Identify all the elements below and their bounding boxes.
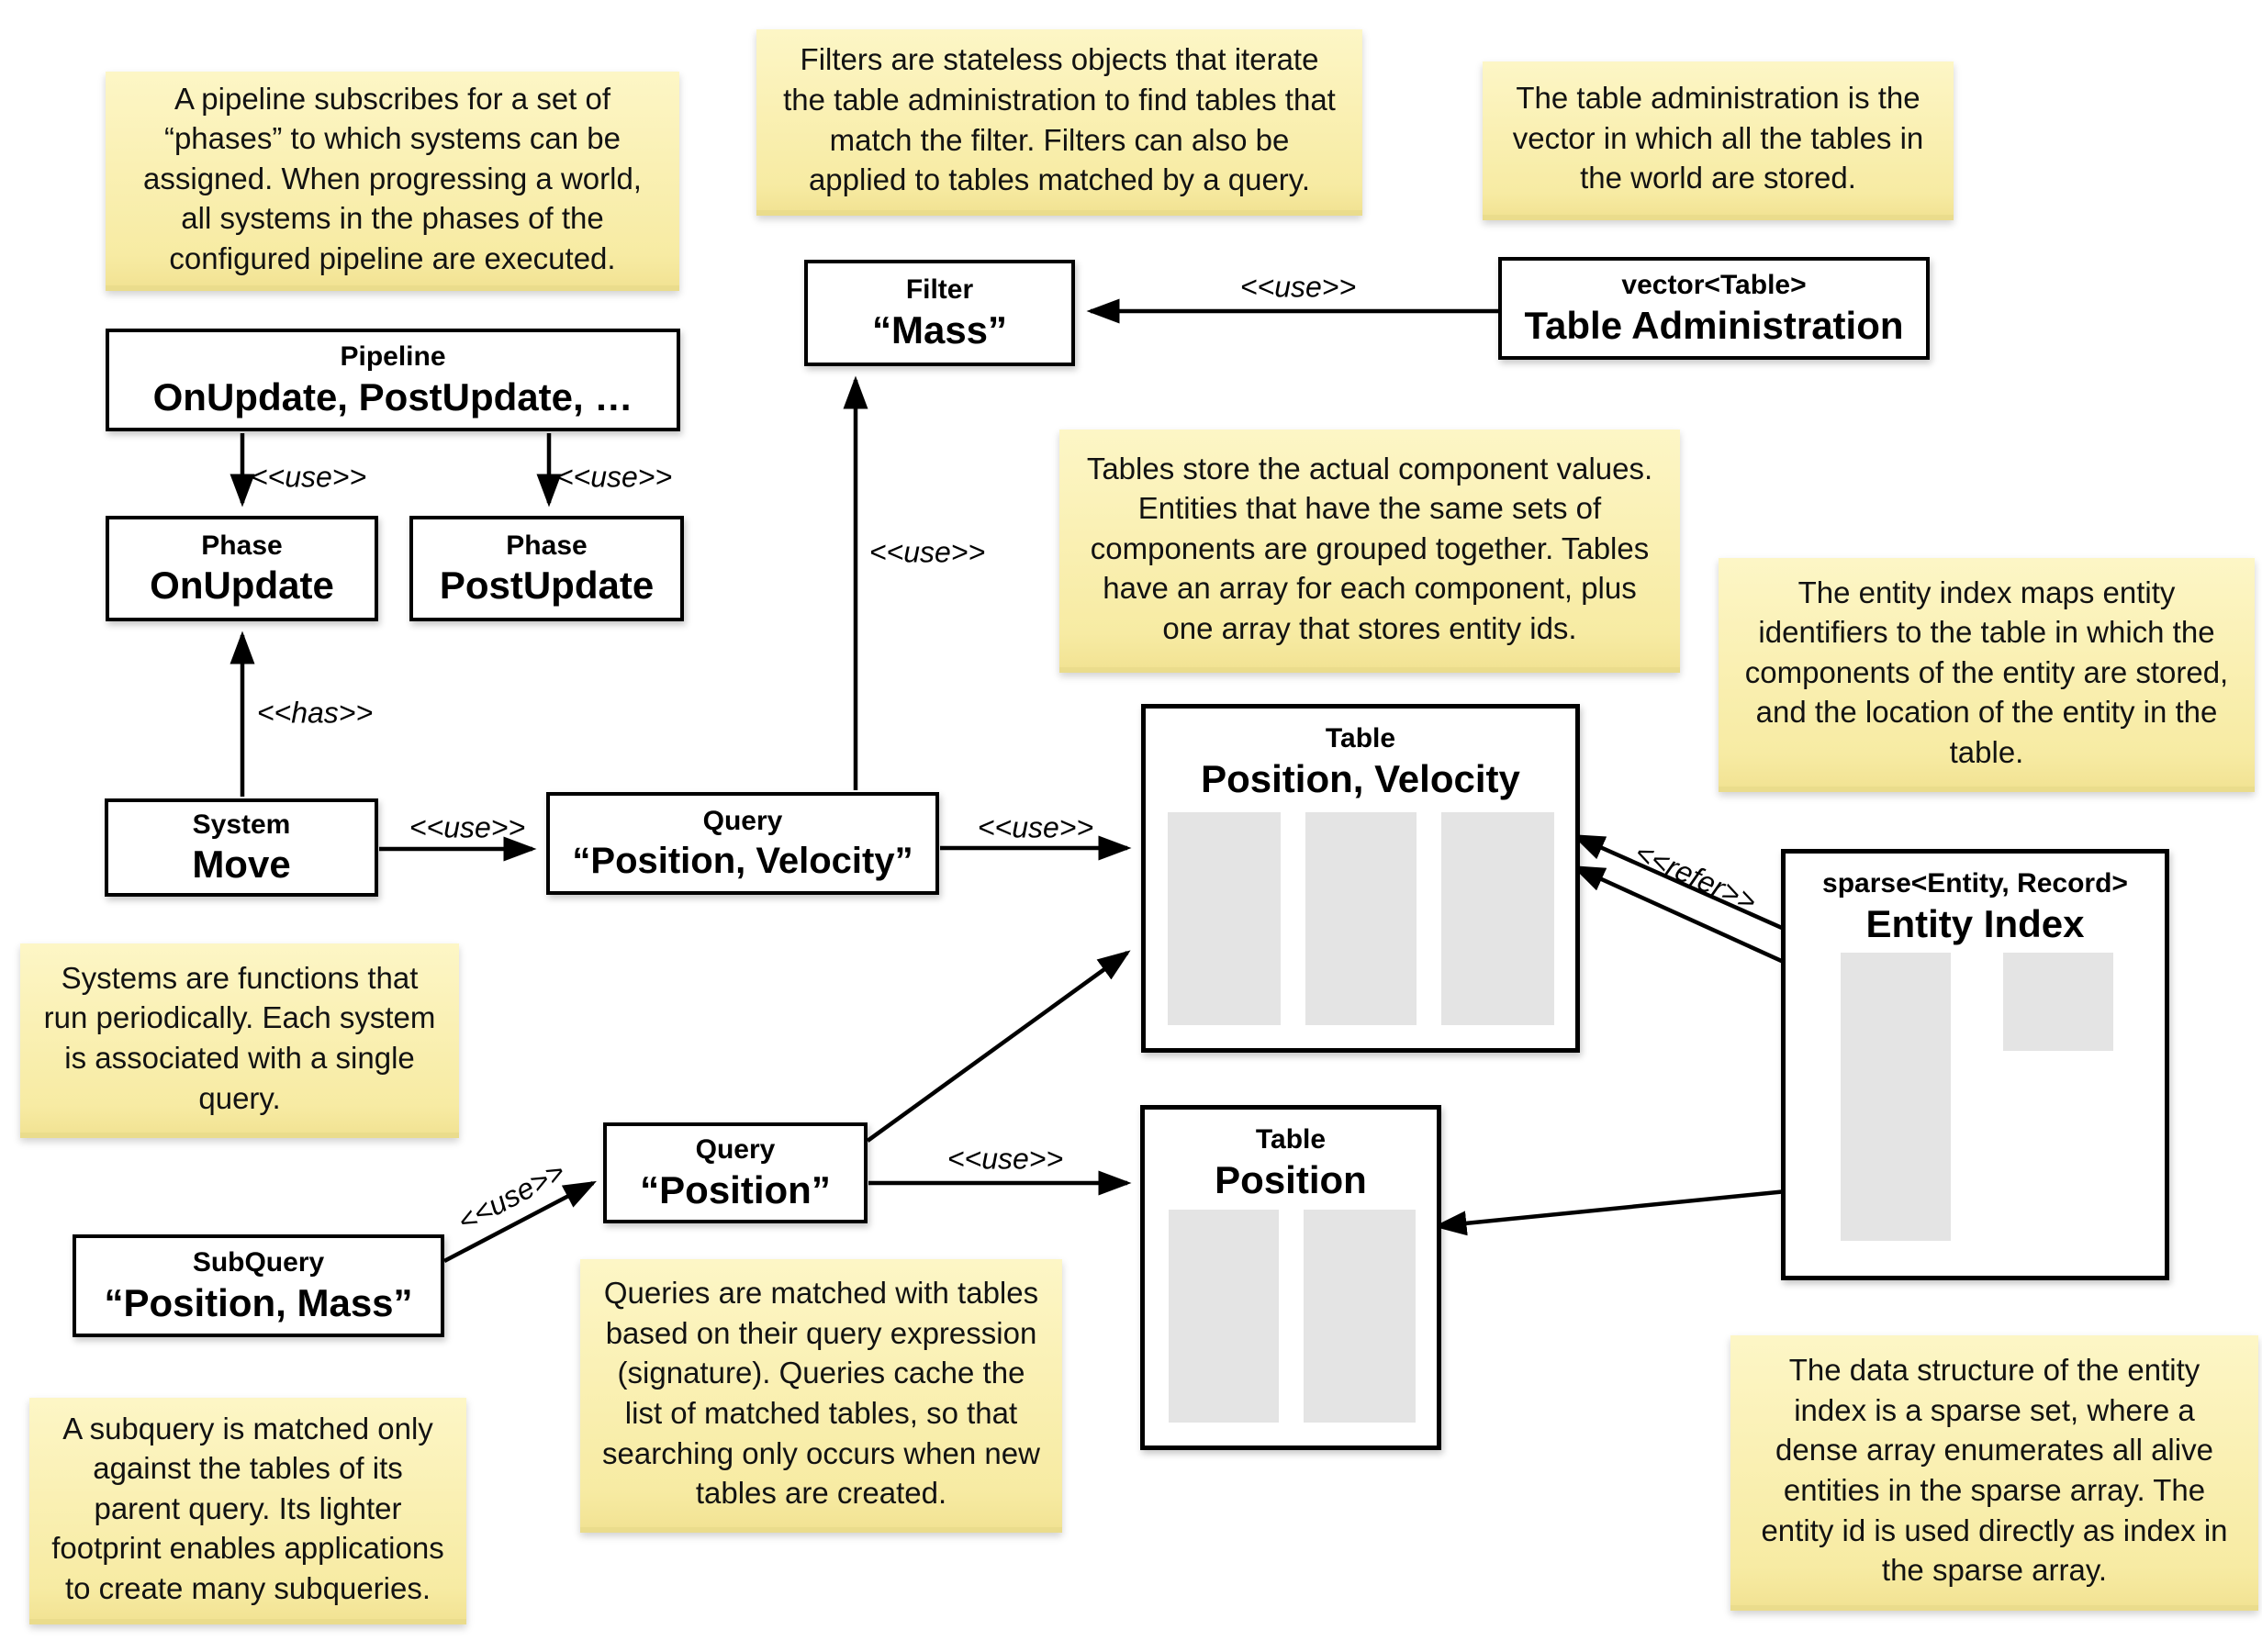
box-table-administration-stereotype: vector<Table> (1621, 270, 1807, 301)
edge-label-use-move-querypv: <<use>> (409, 810, 526, 844)
table-pos-entity-array (1304, 1210, 1416, 1423)
edge-label-use-pipeline-onupdate: <<use>> (250, 460, 367, 494)
note-entity-index: The entity index maps entity identifiers… (1719, 558, 2255, 792)
entity-index-sparse-array (1841, 953, 1951, 1241)
note-subquery-text: A subquery is matched only against the t… (51, 1411, 444, 1605)
box-phase-onupdate-name: OnUpdate (150, 564, 334, 608)
box-phase-onupdate-stereotype: Phase (201, 530, 283, 561)
note-filters-text: Filters are stateless objects that itera… (783, 42, 1336, 197)
edge-label-has-move-phase: <<has>> (256, 696, 374, 730)
note-table-administration-text: The table administration is the vector i… (1512, 81, 1924, 195)
note-tables-text: Tables store the actual component values… (1086, 451, 1653, 645)
box-table-position-stereotype: Table (1255, 1124, 1327, 1155)
box-filter-mass-stereotype: Filter (905, 274, 974, 306)
table-pv-component-array-1 (1168, 812, 1281, 1025)
box-query-position-velocity-stereotype: Query (702, 806, 783, 837)
box-table-position-velocity-stereotype: Table (1325, 723, 1396, 753)
box-system-move: System Move (105, 798, 378, 897)
note-table-administration: The table administration is the vector i… (1483, 61, 1954, 220)
note-sparse-set-text: The data structure of the entity index i… (1761, 1353, 2228, 1588)
box-table-position-velocity-name: Position, Velocity (1201, 756, 1520, 800)
note-pipeline: A pipeline subscribes for a set of “phas… (106, 72, 679, 291)
box-filter-mass: Filter “Mass” (804, 260, 1075, 366)
box-table-position-name: Position (1215, 1157, 1367, 1201)
box-query-position: Query “Position” (603, 1122, 868, 1223)
edge-label-refer-entityindex-tablepv: <<refer>> (1629, 835, 1762, 919)
edge-label-use-subquery-querypos: <<use>> (452, 1155, 570, 1239)
edge-label-use-querypos-tablepos: <<use>> (946, 1142, 1064, 1176)
box-phase-postupdate: Phase PostUpdate (409, 516, 684, 621)
note-queries-text: Queries are matched with tables based on… (602, 1276, 1040, 1511)
box-subquery-stereotype: SubQuery (192, 1247, 325, 1278)
edge-label-use-tableadmin-filter: <<use>> (1239, 270, 1357, 304)
box-query-position-velocity: Query “Position, Velocity” (546, 792, 939, 895)
entity-index-dense-array (2003, 953, 2113, 1051)
box-filter-mass-name: “Mass” (871, 307, 1008, 352)
edge-label-use-querypv-tablepv: <<use>> (977, 810, 1094, 844)
note-systems-text: Systems are functions that run periodica… (43, 960, 436, 1115)
note-systems: Systems are functions that run periodica… (20, 943, 459, 1138)
edge-querypos-to-tablepv (866, 950, 1131, 1143)
note-tables: Tables store the actual component values… (1059, 430, 1680, 673)
box-query-position-name: “Position” (640, 1167, 831, 1211)
edge-label-use-pipeline-postupdate: <<use>> (555, 460, 673, 494)
box-query-position-stereotype: Query (695, 1134, 776, 1166)
note-sparse-set: The data structure of the entity index i… (1730, 1335, 2258, 1611)
box-entity-index-stereotype: sparse<Entity, Record> (1822, 868, 2128, 899)
box-phase-postupdate-name: PostUpdate (439, 564, 655, 608)
table-pv-entity-array (1441, 812, 1554, 1025)
box-pipeline-name: OnUpdate, PostUpdate, … (152, 374, 633, 419)
note-entity-index-text: The entity index maps entity identifiers… (1744, 575, 2229, 769)
box-subquery-name: “Position, Mass” (104, 1280, 413, 1324)
box-table-administration-name: Table Administration (1524, 303, 1904, 347)
box-entity-index-name: Entity Index (1865, 901, 2085, 945)
table-pv-component-array-2 (1305, 812, 1417, 1025)
box-table-administration: vector<Table> Table Administration (1498, 257, 1930, 360)
note-pipeline-text: A pipeline subscribes for a set of “phas… (143, 81, 642, 275)
note-subquery: A subquery is matched only against the t… (29, 1398, 466, 1624)
box-phase-postupdate-stereotype: Phase (506, 530, 588, 561)
box-phase-onupdate: Phase OnUpdate (106, 516, 378, 621)
note-filters: Filters are stateless objects that itera… (756, 29, 1362, 216)
box-query-position-velocity-name: “Position, Velocity” (572, 840, 913, 881)
box-pipeline-stereotype: Pipeline (340, 341, 446, 373)
box-system-move-stereotype: System (192, 809, 291, 840)
table-pos-component-array (1169, 1210, 1279, 1423)
box-subquery: SubQuery “Position, Mass” (73, 1234, 444, 1337)
edge-label-use-querypv-filter: <<use>> (868, 535, 986, 569)
box-system-move-name: Move (192, 843, 291, 887)
box-entity-index: sparse<Entity, Record> Entity Index (1781, 849, 2169, 1280)
note-queries: Queries are matched with tables based on… (580, 1259, 1062, 1533)
box-pipeline: Pipeline OnUpdate, PostUpdate, … (106, 329, 680, 431)
